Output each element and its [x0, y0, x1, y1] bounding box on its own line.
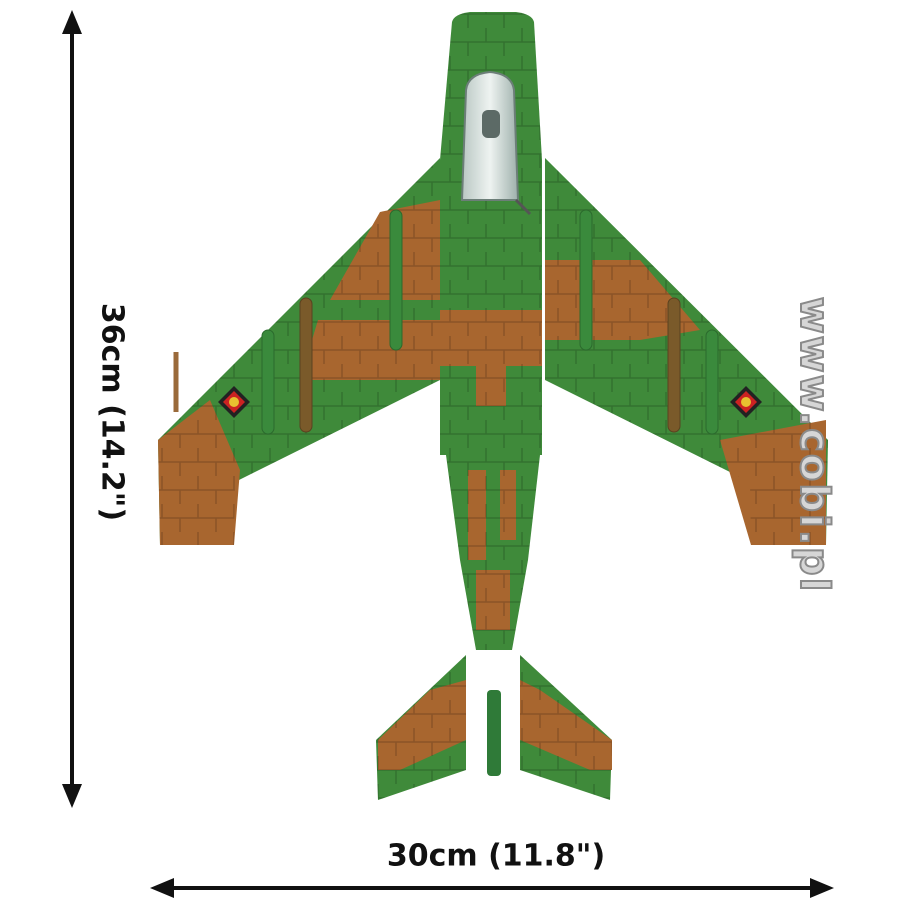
rear-fuselage	[446, 455, 540, 650]
width-arrow	[150, 878, 834, 898]
tail-stabilizers	[376, 655, 612, 800]
height-dimension-label: 36cm (14.2")	[94, 302, 130, 522]
left-wing	[158, 158, 440, 545]
watermark-text: www.cobi.pl	[790, 296, 838, 595]
height-arrow	[62, 10, 82, 808]
width-dimension-label: 30cm (11.8")	[386, 838, 606, 874]
fuselage	[440, 12, 542, 455]
right-wing	[545, 158, 828, 545]
left-roundel-icon	[218, 386, 250, 418]
right-roundel-icon	[730, 386, 762, 418]
